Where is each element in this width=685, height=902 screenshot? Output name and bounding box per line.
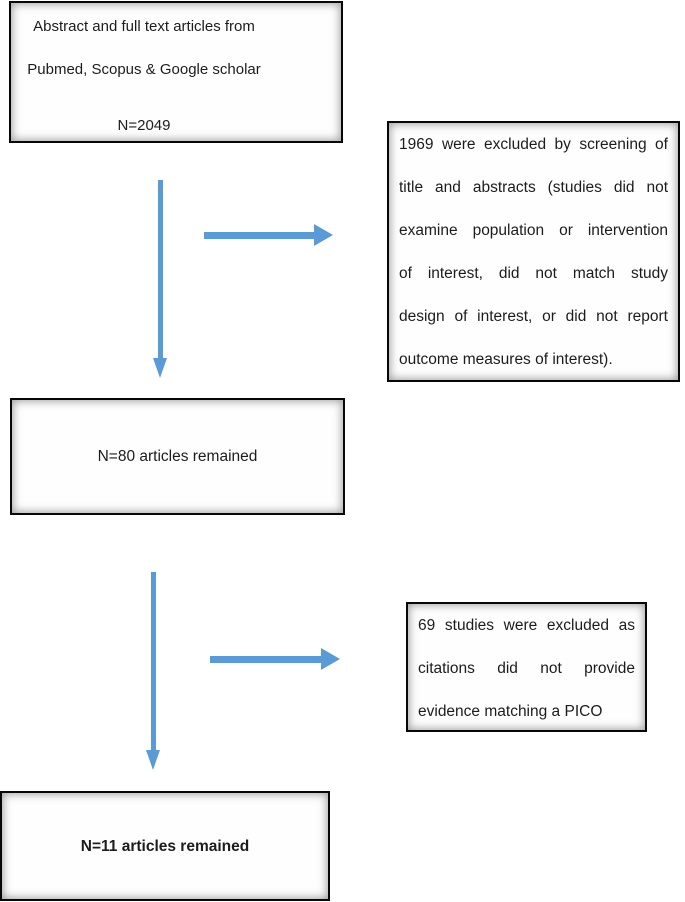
remained-11-text: N=11 articles remained [80, 837, 250, 855]
arrow-down-icon [153, 180, 167, 378]
remained-80-box: N=80 articles remained [10, 398, 345, 515]
arrow-right-icon [204, 224, 333, 246]
excluded-screening-line: outcome measures of interest). [399, 351, 613, 368]
source-articles-box: Abstract and full text articles from Pub… [9, 1, 343, 143]
arrow-shaft [150, 572, 156, 750]
arrow-head [153, 358, 167, 378]
source-line-1: Abstract and full text articles from [33, 18, 255, 35]
excluded-pico-line: evidence matching a PICO [418, 703, 603, 720]
arrow-head [314, 224, 333, 246]
arrow-right-icon [210, 648, 340, 670]
remained-80-text: N=80 articles remained [97, 448, 258, 465]
arrow-shaft [204, 231, 314, 239]
excluded-screening-line: title and abstracts (studies did not [399, 179, 668, 196]
arrow-shaft [210, 655, 321, 663]
excluded-pico-line: 69 studies were excluded as [418, 617, 635, 634]
excluded-screening-box: 1969 were excluded by screening of title… [387, 121, 680, 382]
arrow-head [321, 648, 340, 670]
excluded-screening-line: of interest, did not match study [399, 265, 668, 282]
source-count: N=2049 [117, 117, 171, 134]
remained-11-box: N=11 articles remained [0, 791, 330, 901]
excluded-screening-line: design of interest, or did not report [399, 308, 668, 325]
arrow-head [146, 750, 160, 770]
excluded-screening-line: 1969 were excluded by screening of [399, 136, 668, 153]
arrow-shaft [157, 180, 163, 358]
excluded-pico-box: 69 studies were excluded as citations di… [406, 602, 647, 732]
excluded-screening-line: examine population or intervention [399, 222, 668, 239]
excluded-pico-line: citations did not provide [418, 660, 635, 677]
source-line-2: Pubmed, Scopus & Google scholar [27, 61, 261, 78]
arrow-down-icon [146, 572, 160, 770]
